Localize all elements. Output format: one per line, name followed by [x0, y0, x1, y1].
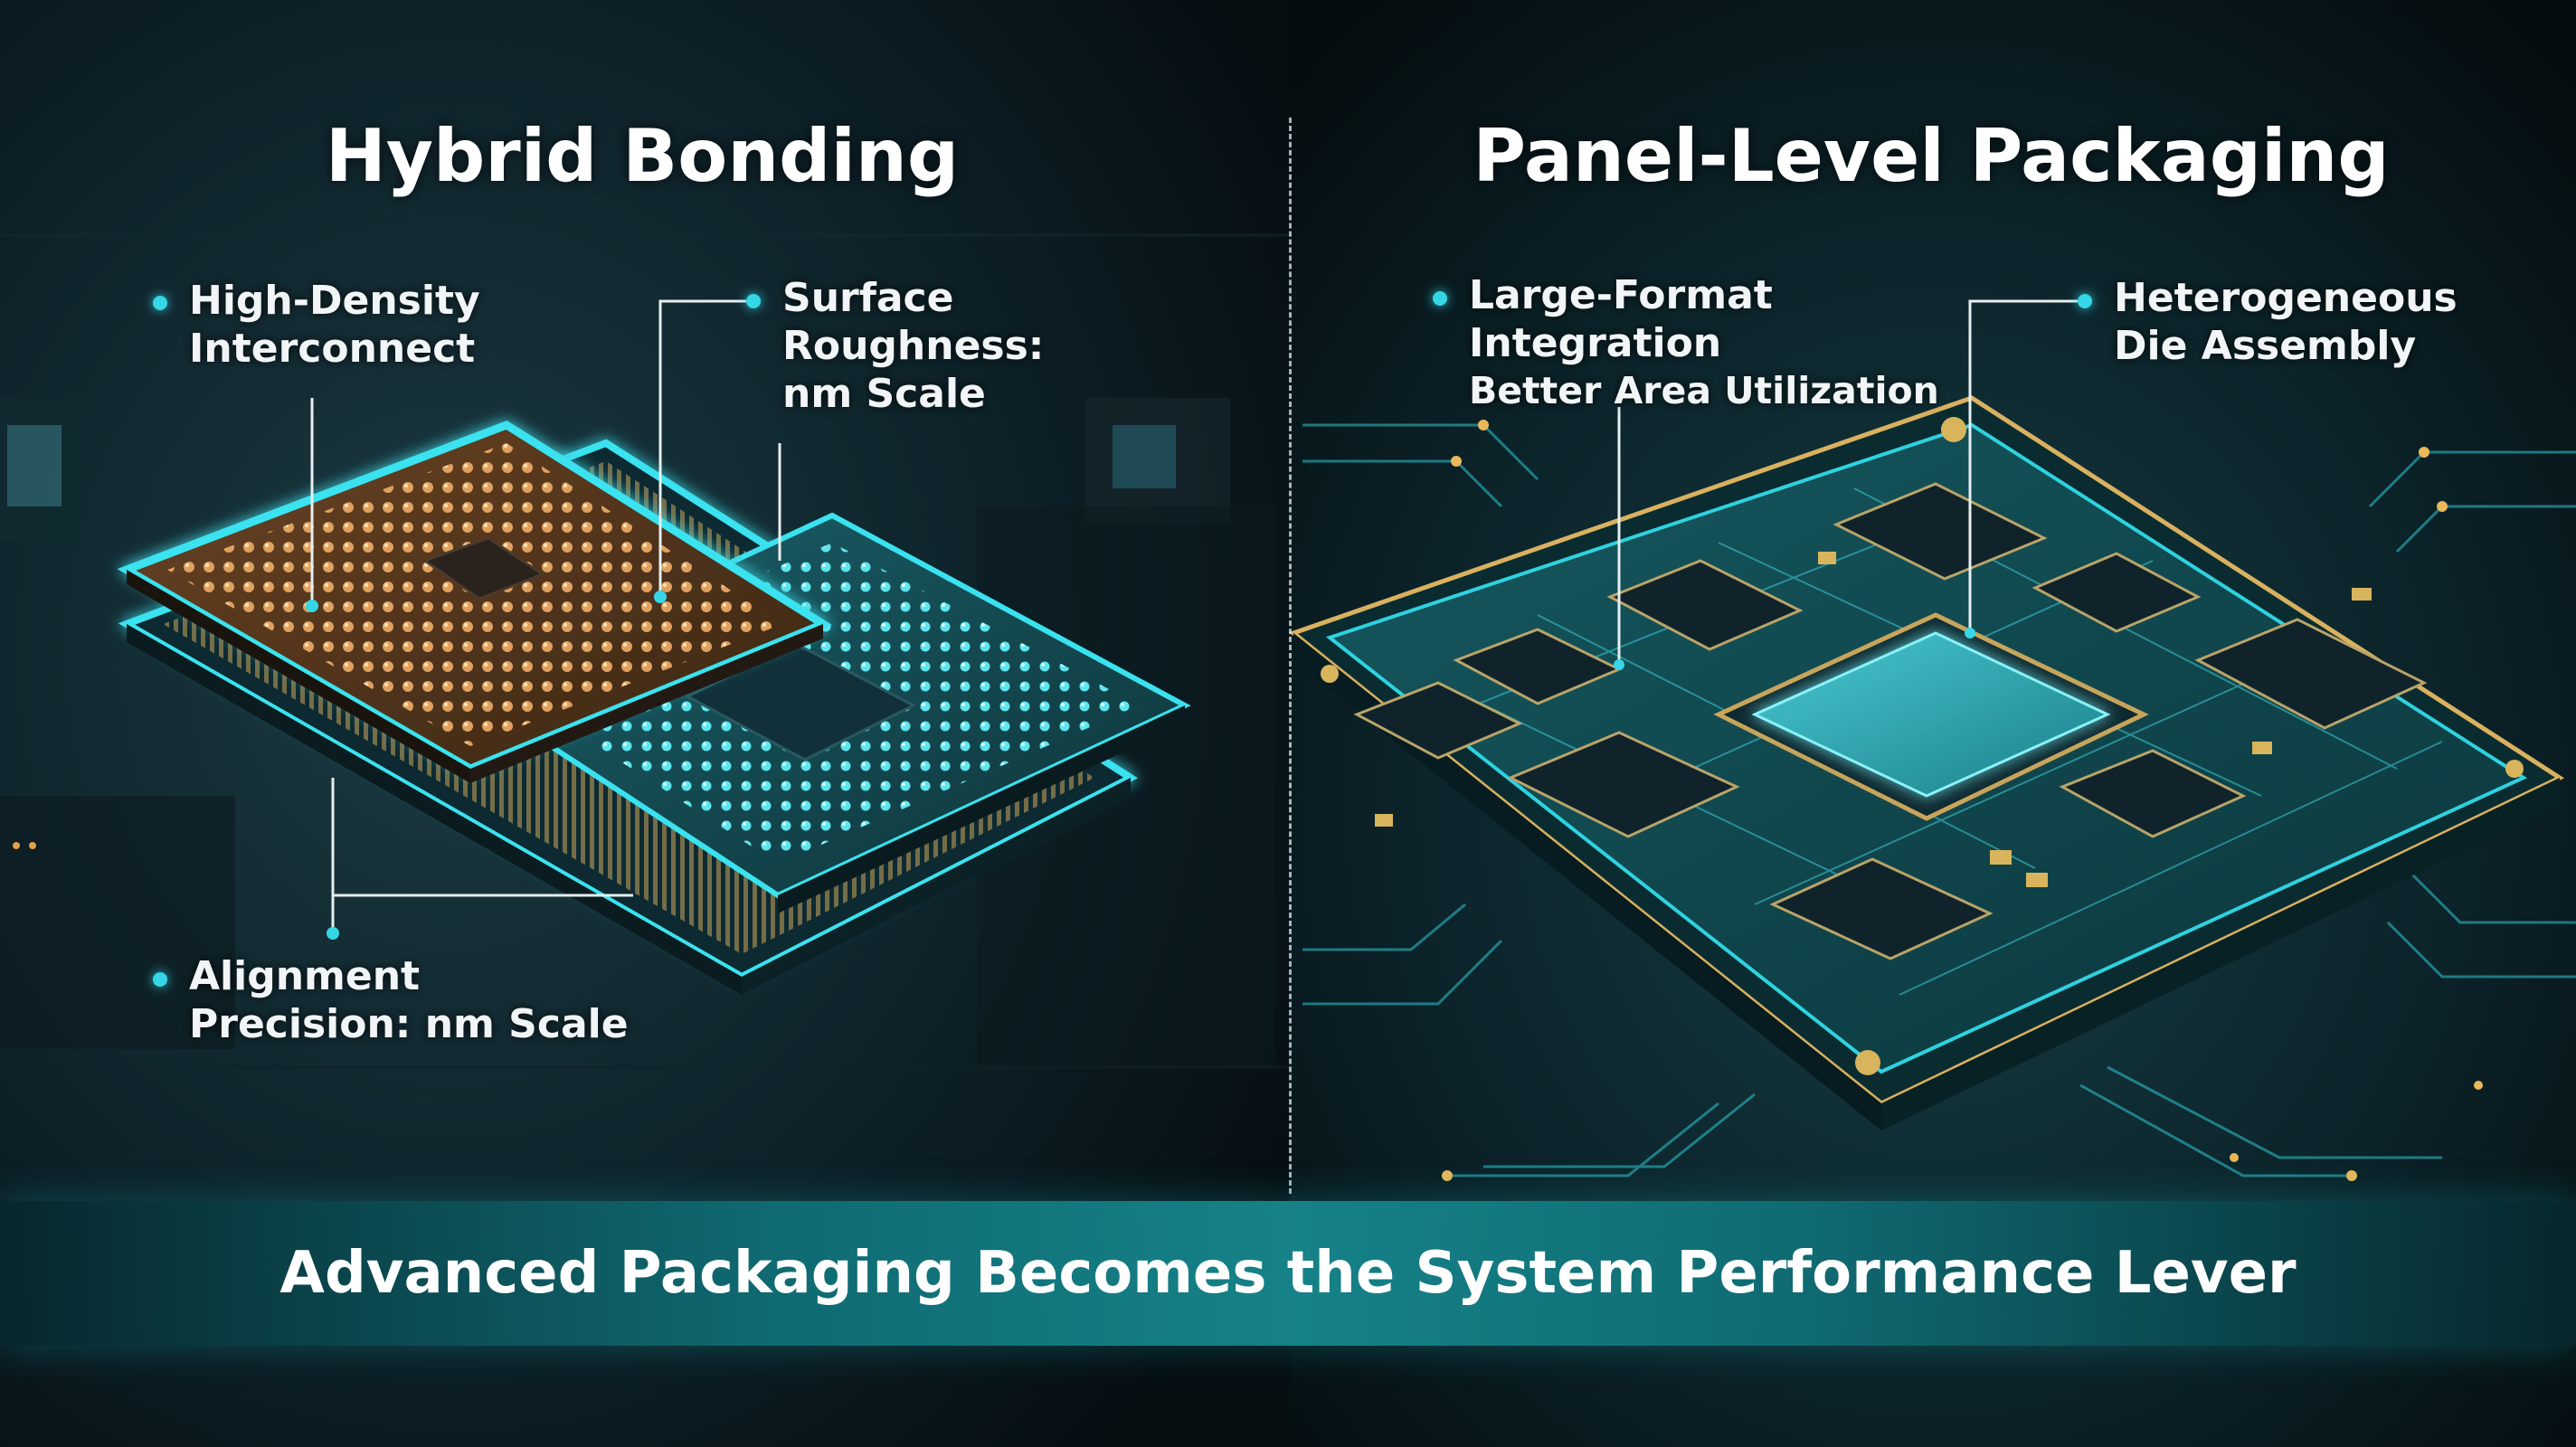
banner-tagline: Advanced Packaging Becomes the System Pe… [279, 1240, 2297, 1307]
callout-line: Surface [782, 275, 954, 321]
right-panel-title: Panel-Level Packaging [1473, 114, 2390, 198]
callout-line: Alignment [189, 953, 421, 999]
bullet-dot-icon [2078, 294, 2092, 308]
bottom-banner: Advanced Packaging Becomes the System Pe… [0, 1201, 2576, 1346]
callout-high-density-interconnect: High-Density Interconnect [189, 277, 480, 373]
callout-line: Heterogeneous [2114, 275, 2458, 321]
left-panel-title: Hybrid Bonding [325, 114, 960, 198]
callout-line: Interconnect [189, 326, 476, 372]
callout-heterogeneous-die-assembly: Heterogeneous Die Assembly [2114, 274, 2458, 370]
callout-line: Large-Format [1469, 272, 1773, 318]
callout-line: Roughness: [782, 323, 1045, 369]
bullet-dot-icon [1433, 291, 1447, 306]
panel-divider [1289, 118, 1292, 1194]
callout-line: Integration [1469, 320, 1722, 366]
bullet-dot-icon [153, 972, 167, 987]
callout-large-format-integration: Large-Format Integration Better Area Uti… [1469, 271, 1939, 415]
callout-line: Die Assembly [2114, 323, 2417, 369]
callout-line: High-Density [189, 278, 480, 324]
callout-line: Better Area Utilization [1469, 369, 1939, 412]
bullet-dot-icon [746, 294, 761, 308]
callout-line: Precision: nm Scale [189, 1001, 629, 1047]
callout-line: nm Scale [782, 371, 986, 417]
callout-alignment-precision: Alignment Precision: nm Scale [189, 952, 629, 1048]
callout-surface-roughness: Surface Roughness: nm Scale [782, 274, 1044, 418]
bullet-dot-icon [153, 296, 167, 310]
